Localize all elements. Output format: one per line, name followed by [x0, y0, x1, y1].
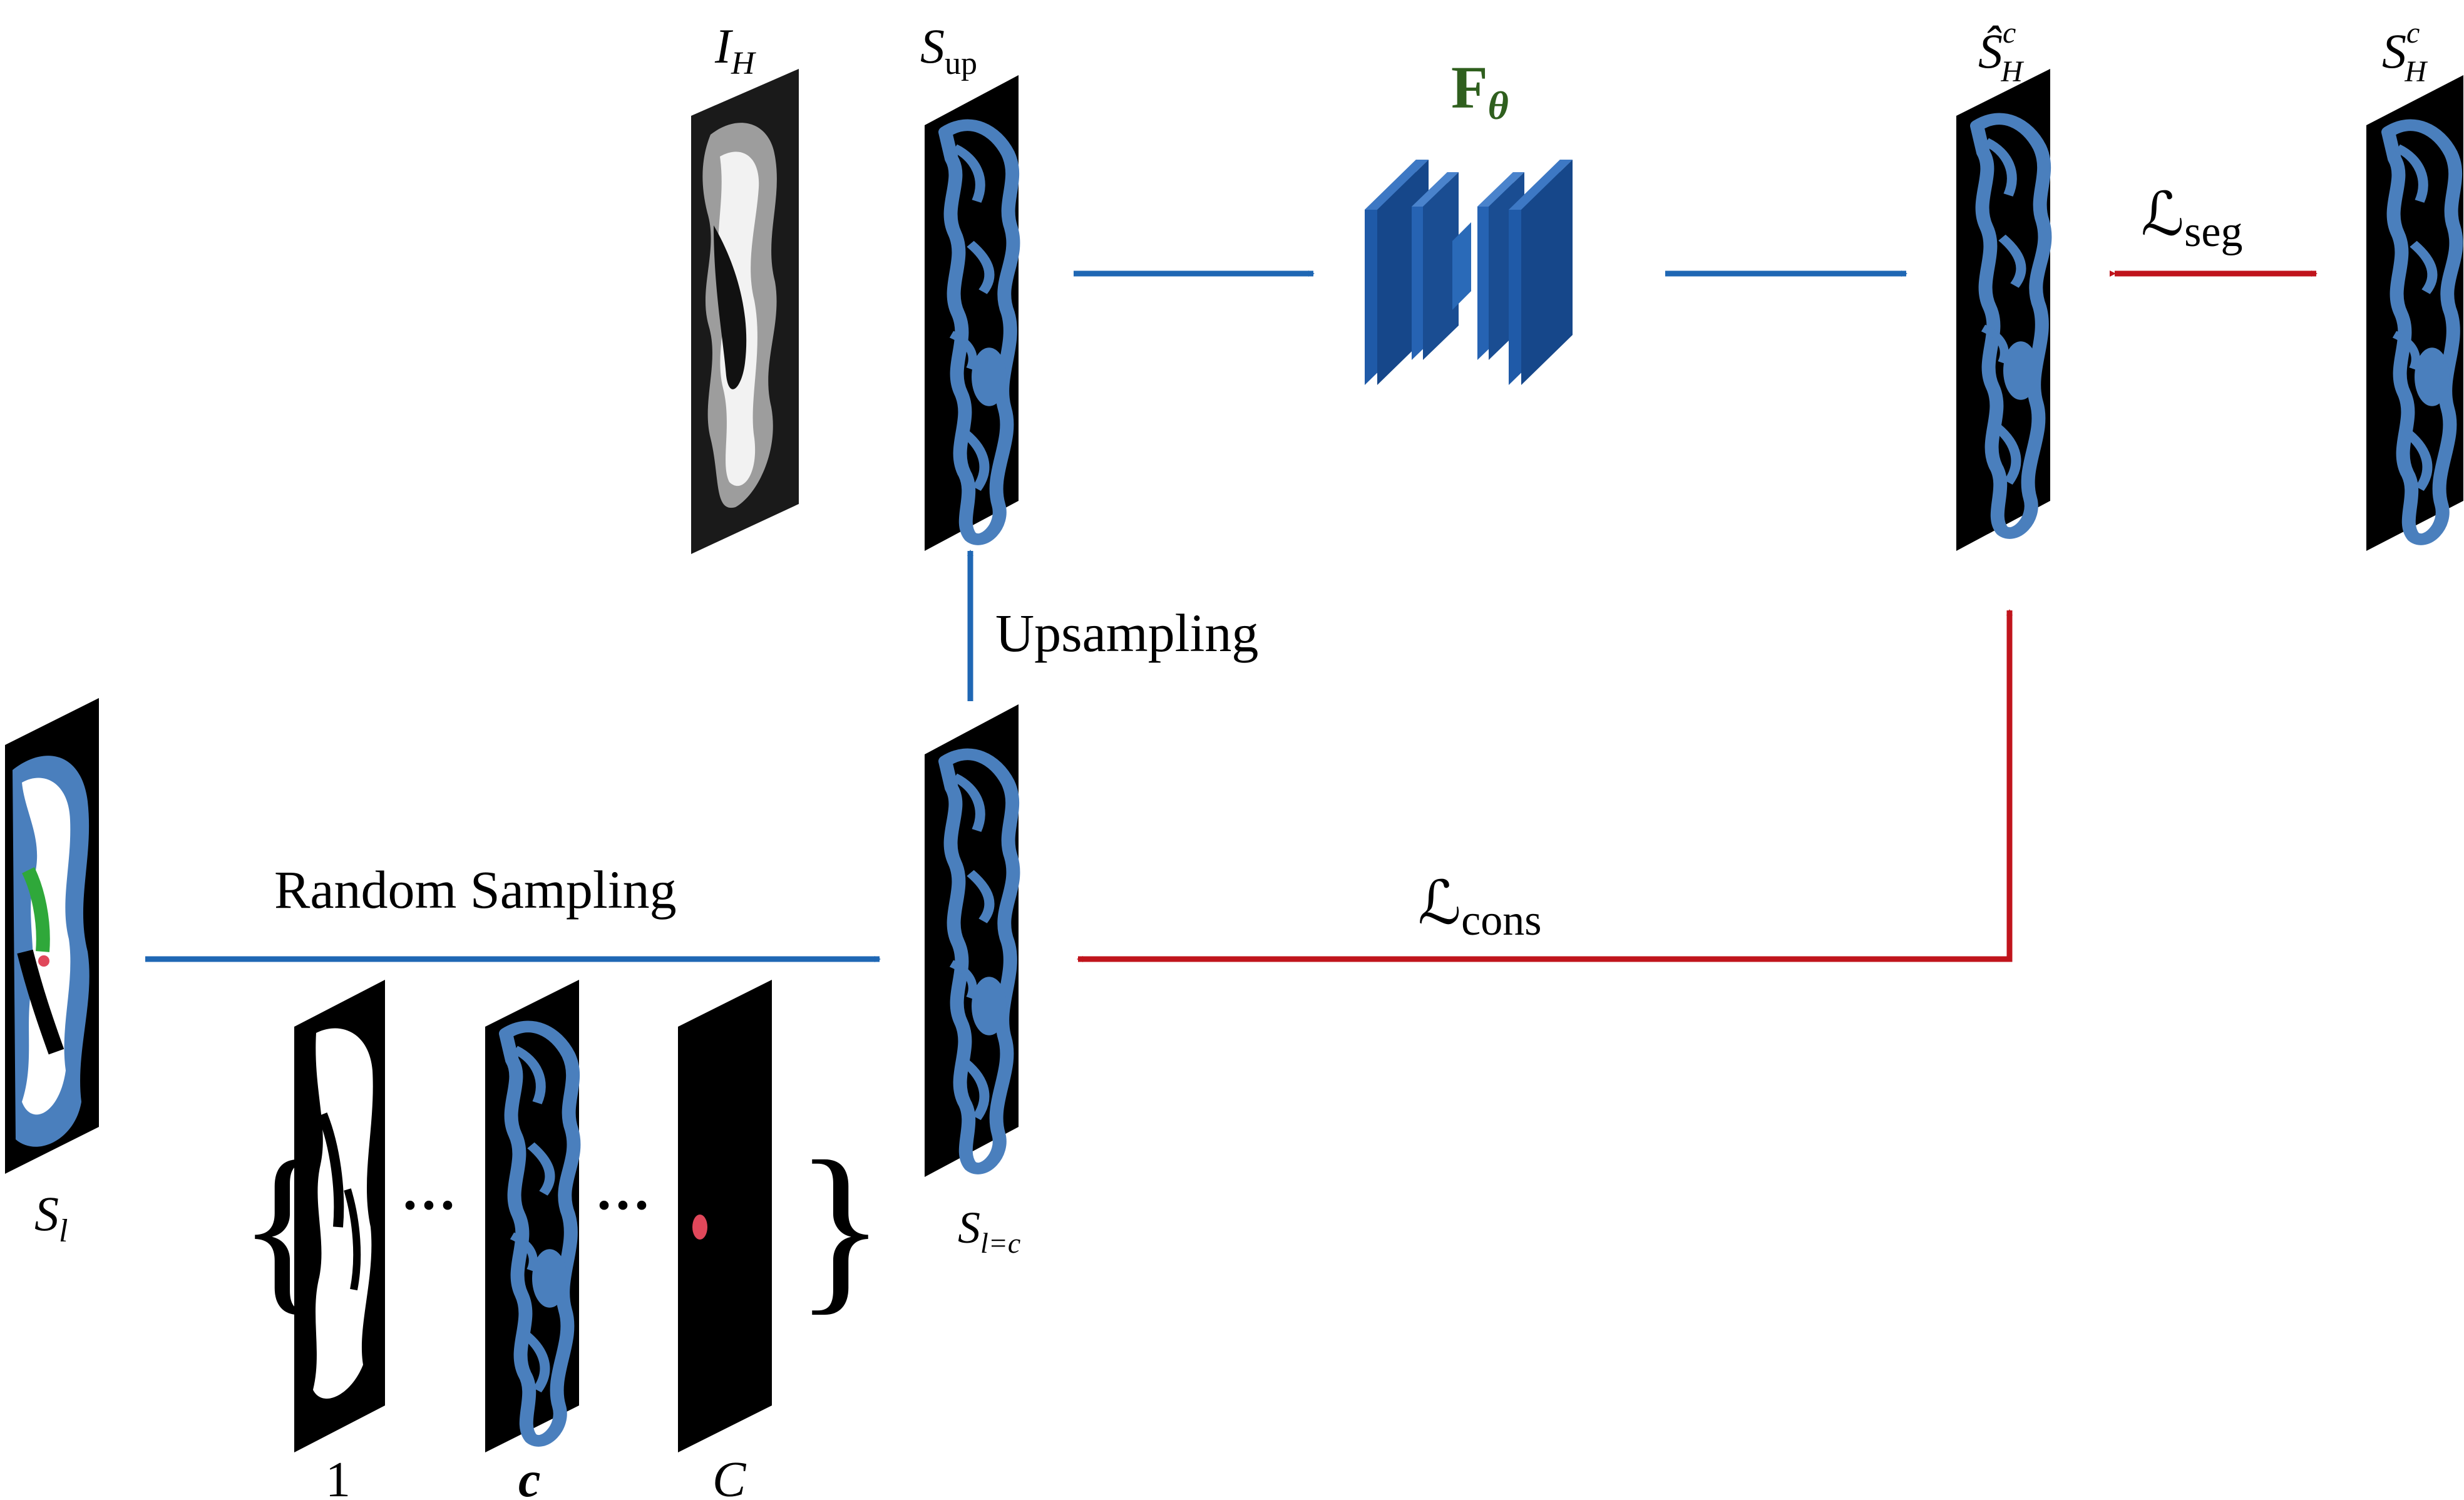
slice-i-h — [691, 69, 799, 554]
label-i-h: IH — [714, 19, 756, 81]
label-l-cons: ℒcons — [1418, 870, 1541, 945]
label-f-theta: Fθ — [1451, 54, 1509, 128]
arrow-cons-path — [1077, 610, 2013, 962]
label-upsampling: Upsampling — [995, 603, 1258, 663]
slice-label-c — [485, 980, 579, 1452]
index-c: c — [518, 1452, 541, 1500]
slice-s-h — [2366, 75, 2463, 551]
brace-open: { — [238, 1122, 328, 1330]
slice-s-l-eq-c — [925, 704, 1019, 1177]
slice-s-up — [925, 75, 1019, 551]
index-C: C — [712, 1452, 747, 1500]
slice-s-l — [5, 698, 99, 1174]
label-s-l: Sl — [34, 1186, 68, 1249]
label-s-up: Sup — [920, 19, 977, 81]
label-l-seg: ℒseg — [2141, 181, 2242, 256]
label-random-sampling: Random Sampling — [274, 860, 677, 920]
ellipsis-right: ··· — [595, 1174, 651, 1236]
slice-s-hat-h — [1956, 69, 2050, 551]
ellipsis-left: ··· — [401, 1174, 457, 1236]
network-f-theta — [1365, 160, 1573, 385]
slice-label-1 — [294, 980, 385, 1452]
index-1: 1 — [326, 1452, 351, 1500]
label-s-l-eq-c: Sl=c — [958, 1203, 1020, 1259]
slice-label-C — [678, 980, 772, 1452]
brace-close: } — [795, 1122, 885, 1330]
